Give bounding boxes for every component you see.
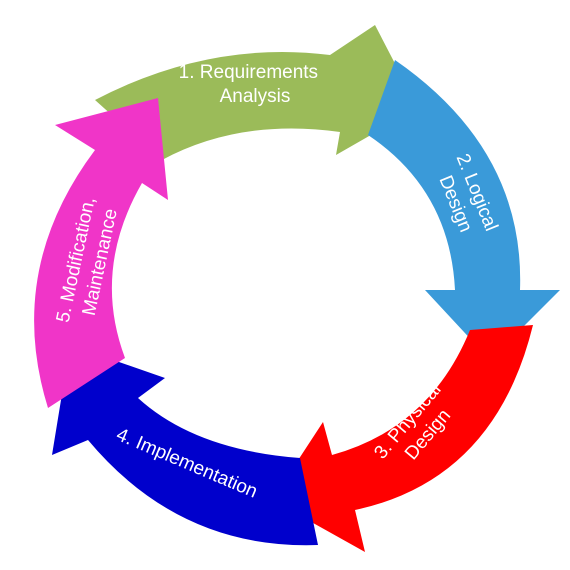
stage-logical-design: 2. Logical Design — [368, 60, 560, 360]
label-requirements-analysis: 1. Requirements Analysis — [179, 62, 324, 107]
label-requirements-analysis-line2: Analysis — [220, 86, 291, 107]
stage-modification-maintenance: 5. Modification, Maintenance — [34, 98, 168, 408]
arrow-modification-maintenance — [34, 98, 168, 408]
arrow-logical-design — [368, 60, 560, 360]
arrow-requirements-analysis — [95, 25, 418, 160]
arrow-implementation — [52, 345, 318, 546]
label-requirements-analysis-line1: 1. Requirements — [179, 62, 318, 83]
arrow-physical-design — [272, 325, 533, 552]
stage-requirements-analysis: 1. Requirements Analysis — [95, 25, 418, 160]
